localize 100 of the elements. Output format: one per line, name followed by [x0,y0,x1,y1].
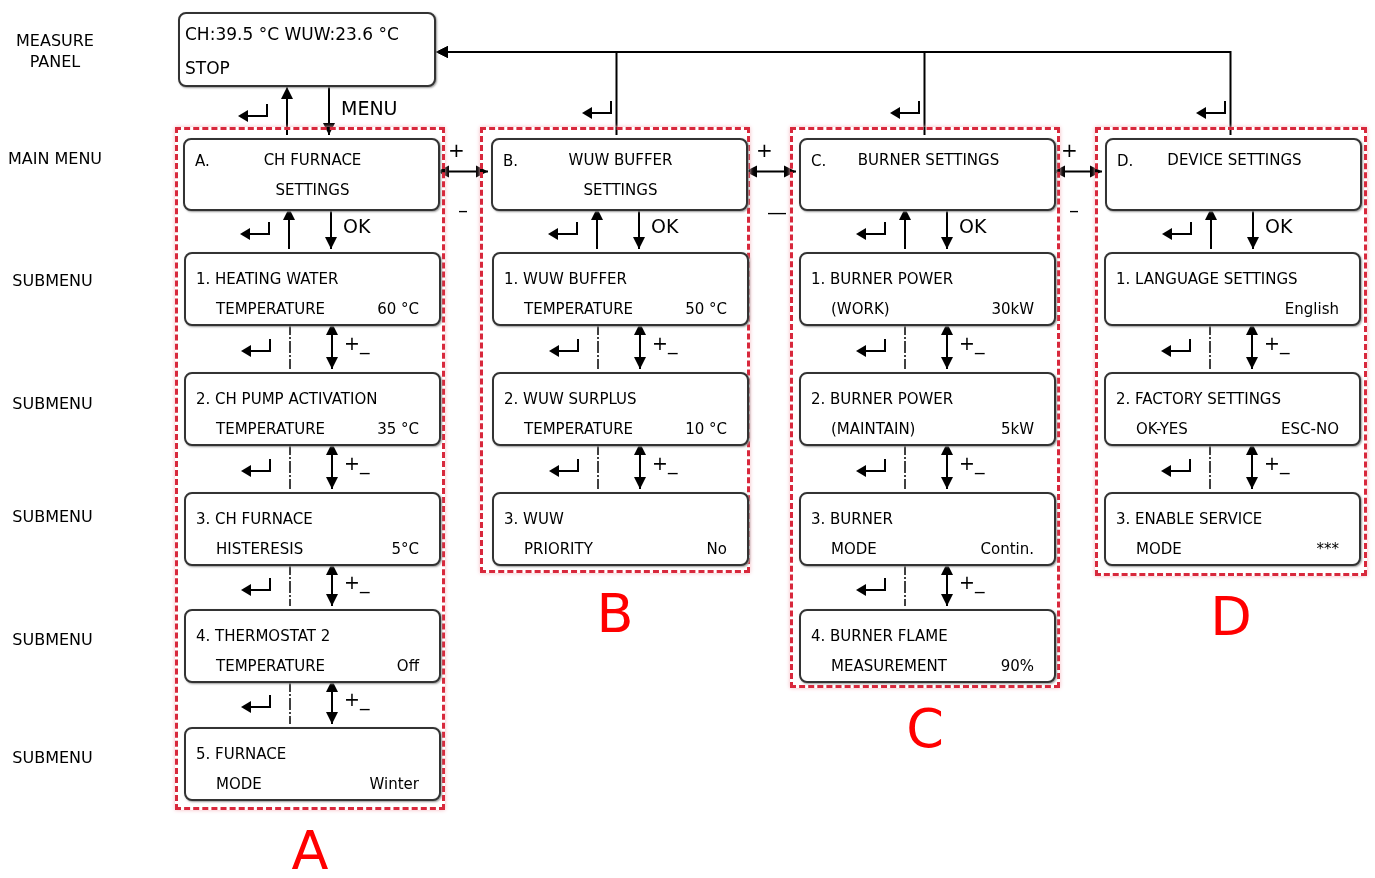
menu-letter: B. [503,151,519,172]
group-letter: D [1209,590,1253,644]
row-label: SUBMENU [11,270,94,291]
setting-value: 10 °C [685,419,727,440]
edge-label: OK [957,216,989,236]
edge-label: OK [1263,216,1295,236]
setting-title: 1. HEATING WATER [196,269,340,290]
submenu-box [184,609,441,683]
menu-title: DEVICE SETTINGS [1166,150,1303,171]
menu-title: BURNER SETTINGS [856,150,1001,171]
submenu-box [184,372,441,446]
setting-name: HISTERESIS [216,539,304,560]
setting-value: *** [1316,539,1339,560]
setting-name: TEMPERATURE [524,419,634,440]
setting-value: 30kW [991,299,1034,320]
setting-title: 3. WUW [504,509,565,530]
setting-name: (WORK) [831,299,890,320]
menu-box [183,138,440,211]
setting-name: MODE [216,774,262,795]
submenu-box [799,492,1056,566]
key-sign: + [756,140,772,160]
edge-label: OK [341,216,373,236]
setting-value: No [706,539,727,560]
setting-value: Off [396,656,419,677]
menu-group-frame [175,127,445,810]
setting-title: 2. CH PUMP ACTIVATION [196,389,379,410]
setting-value: Winter [369,774,419,795]
setting-name: MEASUREMENT [831,656,947,677]
setting-name: (MAINTAIN) [831,419,916,440]
setting-value: 90% [1000,656,1034,677]
setting-title: 3. CH FURNACE [196,509,314,530]
setting-name: TEMPERATURE [216,299,326,320]
setting-title: 4. THERMOSTAT 2 [196,626,332,647]
menu-letter: A. [195,151,210,172]
menu-box [1105,138,1362,211]
setting-title: 3. ENABLE SERVICE [1116,509,1264,530]
setting-name: TEMPERATURE [216,656,326,677]
setting-title: 5. FURNACE [196,744,288,765]
menu-letter: D. [1117,151,1134,172]
menu-group-frame [480,127,750,573]
arrow [435,46,1232,136]
submenu-box [184,727,441,801]
row-label: SUBMENU [11,747,94,768]
setting-title: 3. BURNER [811,509,894,530]
setting-title: 1. BURNER POWER [811,269,955,290]
setting-title: 2. WUW SURPLUS [504,389,638,410]
setting-value: ESC-NO [1281,419,1339,440]
setting-value: 5kW [1000,419,1034,440]
setting-title: 2. FACTORY SETTINGS [1116,389,1282,410]
submenu-box [184,252,441,326]
submenu-box [799,372,1056,446]
setting-name: TEMPERATURE [524,299,634,320]
setting-name: PRIORITY [524,539,593,560]
setting-name: OK-YES [1136,419,1188,440]
submenu-box [799,252,1056,326]
row-label: MEASURE PANEL [15,30,95,72]
setting-title: 4. BURNER FLAME [811,626,949,647]
submenu-box [1104,252,1361,326]
group-letter: A [290,824,330,878]
key-sign: – [457,200,469,220]
group-letter: C [905,702,945,756]
menu-group-frame [790,127,1060,688]
setting-title: 2. BURNER POWER [811,389,955,410]
setting-title: 1. WUW BUFFER [504,269,628,290]
edge-label: OK [649,216,681,236]
key-sign: + [1061,140,1077,160]
setting-value: 60 °C [377,299,419,320]
row-label: MAIN MENU [6,148,104,169]
setting-name: MODE [1136,539,1182,560]
setting-value: 35 °C [377,419,419,440]
setting-title: 1. LANGUAGE SETTINGS [1116,269,1299,290]
setting-value: 50 °C [685,299,727,320]
submenu-box [1104,492,1361,566]
key-sign: — [766,202,788,222]
setting-name: TEMPERATURE [216,419,326,440]
submenu-box [492,252,749,326]
menu-group-frame [1095,127,1367,576]
menu-title: WUW BUFFER SETTINGS [567,150,674,201]
setting-value: 5°C [391,539,419,560]
menu-letter: C. [811,151,827,172]
key-sign: + [448,140,464,160]
group-letter: B [595,587,635,641]
setting-name: MODE [831,539,877,560]
setting-value: Contin. [980,539,1034,560]
display-text: CH:39.5 °C WUW:23.6 °C [185,23,400,46]
display-text: STOP [185,56,231,80]
setting-value: English [1284,299,1339,320]
submenu-box [1104,372,1361,446]
arrow [323,86,335,136]
display-panel [178,12,436,87]
key-sign: – [1068,200,1080,220]
row-label: SUBMENU [11,506,94,527]
arrow [281,86,293,136]
row-label: SUBMENU [11,393,94,414]
submenu-box [492,492,749,566]
menu-box [491,138,748,211]
submenu-box [492,372,749,446]
row-label: SUBMENU [11,629,94,650]
menu-title: CH FURNACE SETTINGS [262,150,363,201]
submenu-box [799,609,1056,683]
